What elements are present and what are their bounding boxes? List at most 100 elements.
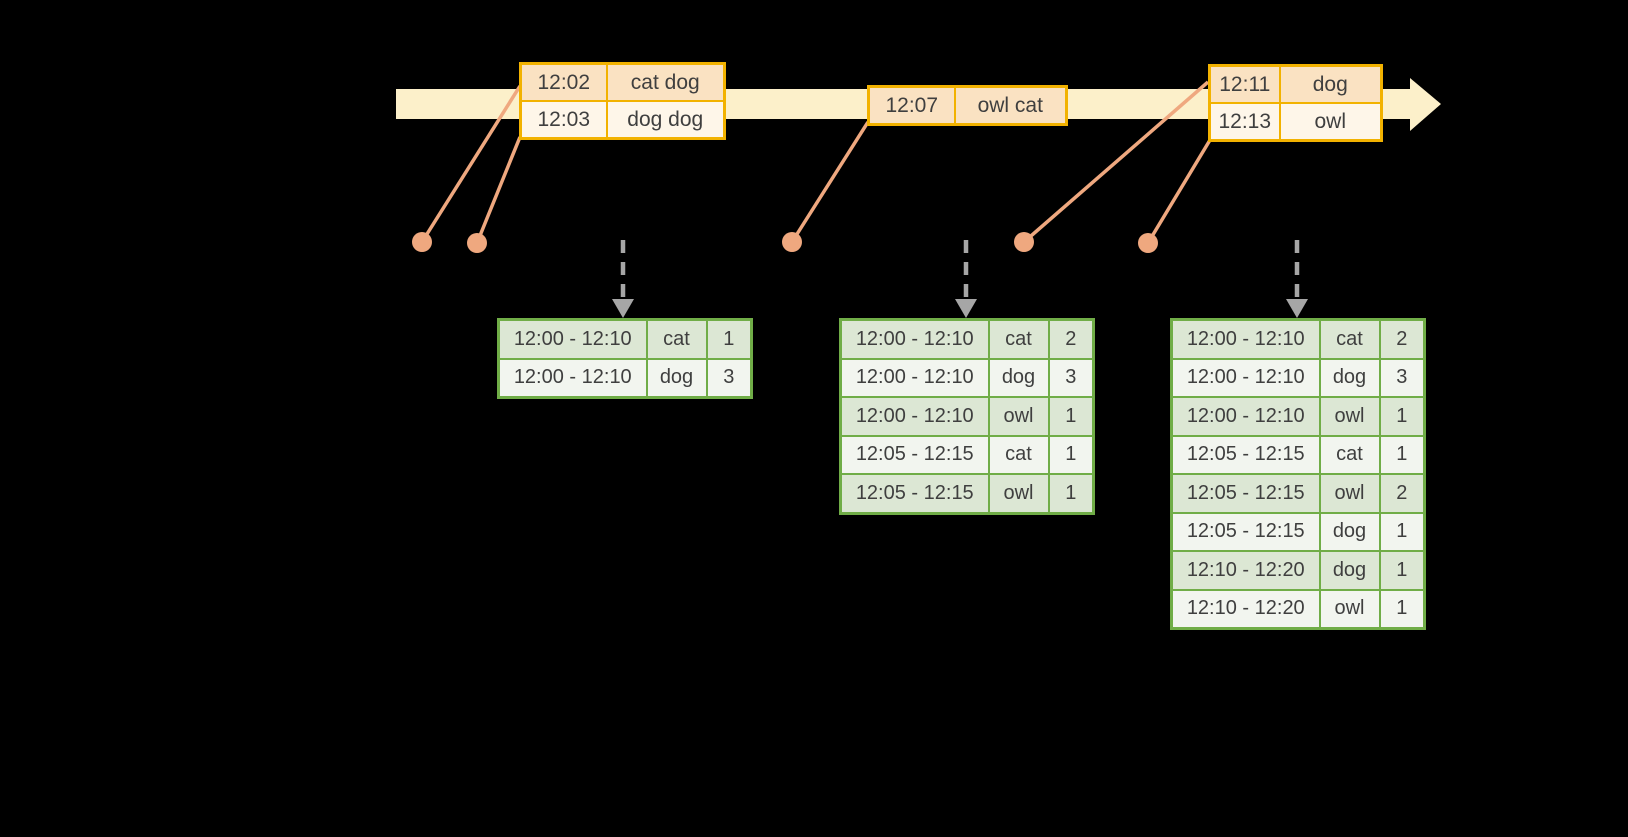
result-table-2: 12:00 - 12:10 cat 2 12:00 - 12:10 dog 3 … — [839, 318, 1095, 515]
count-cell: 1 — [1047, 473, 1095, 514]
event-row: 12:07 owl cat — [867, 85, 1068, 126]
trigger-arrow-lines — [620, 240, 1300, 299]
count-cell: 3 — [705, 357, 753, 399]
event-time-cell: 12:03 — [519, 100, 608, 140]
event-dot — [412, 232, 432, 252]
window-cell: 12:10 - 12:20 — [1170, 588, 1321, 630]
event-table-2: 12:07 owl cat — [867, 85, 1068, 126]
result-row: 12:00 - 12:10 dog 3 — [839, 357, 1095, 398]
window-cell: 12:00 - 12:10 — [1170, 357, 1321, 398]
window-cell: 12:00 - 12:10 — [839, 318, 990, 360]
event-row: 12:02 cat dog — [519, 62, 726, 102]
trigger-arrow-head — [612, 299, 634, 318]
window-cell: 12:00 - 12:10 — [497, 357, 648, 399]
word-cell: dog — [645, 357, 708, 399]
window-cell: 12:00 - 12:10 — [839, 396, 990, 437]
window-cell: 12:05 - 12:15 — [839, 473, 990, 514]
word-cell: owl — [1318, 396, 1381, 437]
window-cell: 12:00 - 12:10 — [1170, 396, 1321, 437]
count-cell: 1 — [1378, 396, 1426, 437]
result-row: 12:05 - 12:15 cat 1 — [839, 434, 1095, 475]
event-words-cell: owl cat — [953, 85, 1068, 126]
count-cell: 2 — [1047, 318, 1095, 360]
event-table-1: 12:02 cat dog 12:03 dog dog — [519, 62, 726, 140]
word-cell: dog — [1318, 511, 1381, 552]
word-cell: cat — [1318, 434, 1381, 475]
word-cell: dog — [1318, 357, 1381, 398]
result-row: 12:05 - 12:15 owl 2 — [1170, 473, 1426, 514]
result-row: 12:00 - 12:10 cat 2 — [1170, 318, 1426, 360]
event-dot — [1014, 232, 1034, 252]
count-cell: 1 — [1047, 434, 1095, 475]
window-cell: 12:00 - 12:10 — [497, 318, 648, 360]
window-cell: 12:05 - 12:15 — [839, 434, 990, 475]
result-row: 12:00 - 12:10 cat 1 — [497, 318, 753, 360]
event-connector-line — [790, 121, 870, 243]
word-cell: owl — [1318, 588, 1381, 630]
result-row: 12:00 - 12:10 dog 3 — [1170, 357, 1426, 398]
event-connector-line — [420, 85, 522, 243]
count-cell: 1 — [1378, 511, 1426, 552]
event-dot — [782, 232, 802, 252]
result-row: 12:10 - 12:20 dog 1 — [1170, 550, 1426, 591]
count-cell: 1 — [1378, 550, 1426, 591]
event-row: 12:13 owl — [1208, 102, 1383, 142]
event-time-cell: 12:13 — [1208, 102, 1281, 142]
result-row: 12:00 - 12:10 owl 1 — [839, 396, 1095, 437]
event-dots — [412, 232, 1158, 253]
event-words-cell: dog — [1278, 64, 1383, 104]
result-row: 12:00 - 12:10 dog 3 — [497, 357, 753, 399]
event-dot — [1138, 233, 1158, 253]
window-cell: 12:05 - 12:15 — [1170, 473, 1321, 514]
trigger-arrow-head — [1286, 299, 1308, 318]
word-cell: cat — [987, 434, 1050, 475]
word-cell: cat — [645, 318, 708, 360]
trigger-arrow-head — [955, 299, 977, 318]
event-row: 12:11 dog — [1208, 64, 1383, 104]
result-row: 12:10 - 12:20 owl 1 — [1170, 588, 1426, 630]
count-cell: 1 — [1378, 434, 1426, 475]
word-cell: cat — [1318, 318, 1381, 360]
event-time-cell: 12:07 — [867, 85, 956, 126]
event-time-cell: 12:11 — [1208, 64, 1281, 104]
count-cell: 1 — [705, 318, 753, 360]
word-cell: cat — [987, 318, 1050, 360]
result-row: 12:05 - 12:15 owl 1 — [839, 473, 1095, 514]
word-cell: owl — [987, 396, 1050, 437]
count-cell: 1 — [1378, 588, 1426, 630]
window-cell: 12:00 - 12:10 — [1170, 318, 1321, 360]
event-connector-lines — [420, 80, 1212, 244]
word-cell: owl — [1318, 473, 1381, 514]
result-row: 12:05 - 12:15 cat 1 — [1170, 434, 1426, 475]
result-row: 12:00 - 12:10 owl 1 — [1170, 396, 1426, 437]
window-cell: 12:00 - 12:10 — [839, 357, 990, 398]
window-cell: 12:05 - 12:15 — [1170, 511, 1321, 552]
word-cell: dog — [1318, 550, 1381, 591]
event-words-cell: dog dog — [605, 100, 726, 140]
count-cell: 2 — [1378, 473, 1426, 514]
timeline-arrowhead — [1410, 78, 1441, 131]
count-cell: 3 — [1378, 357, 1426, 398]
event-table-3: 12:11 dog 12:13 owl — [1208, 64, 1383, 142]
count-cell: 3 — [1047, 357, 1095, 398]
event-connector-line — [1022, 80, 1210, 244]
event-words-cell: cat dog — [605, 62, 726, 102]
window-cell: 12:05 - 12:15 — [1170, 434, 1321, 475]
event-connector-line — [1146, 139, 1212, 244]
count-cell: 1 — [1047, 396, 1095, 437]
word-cell: owl — [987, 473, 1050, 514]
event-time-cell: 12:02 — [519, 62, 608, 102]
window-cell: 12:10 - 12:20 — [1170, 550, 1321, 591]
event-dot — [467, 233, 487, 253]
count-cell: 2 — [1378, 318, 1426, 360]
result-table-3: 12:00 - 12:10 cat 2 12:00 - 12:10 dog 3 … — [1170, 318, 1426, 630]
trigger-arrow-heads — [612, 299, 1308, 318]
event-row: 12:03 dog dog — [519, 100, 726, 140]
event-words-cell: owl — [1278, 102, 1383, 142]
word-cell: dog — [987, 357, 1050, 398]
event-connector-line — [475, 136, 522, 244]
result-table-1: 12:00 - 12:10 cat 1 12:00 - 12:10 dog 3 — [497, 318, 753, 399]
result-row: 12:05 - 12:15 dog 1 — [1170, 511, 1426, 552]
